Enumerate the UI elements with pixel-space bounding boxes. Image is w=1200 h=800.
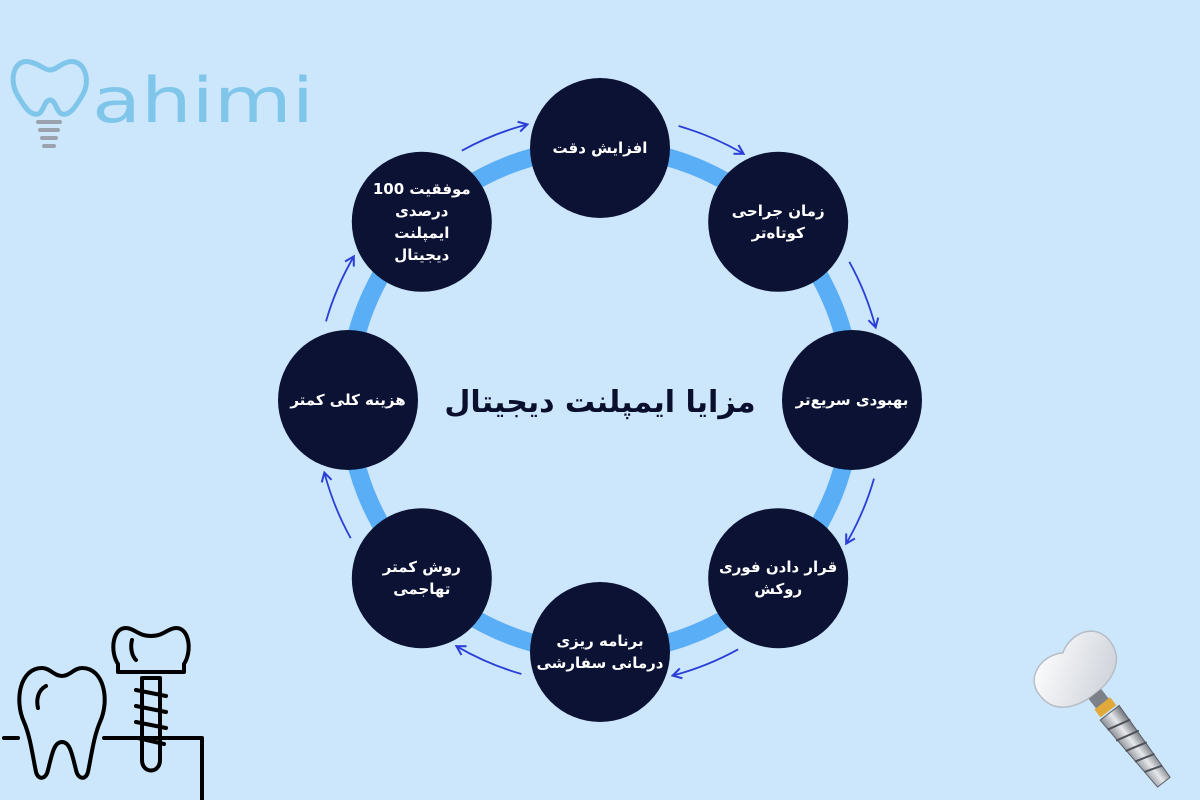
cycle-arrows: [320, 120, 880, 680]
benefit-node-label: برنامه ریزی: [556, 632, 643, 650]
logo-text: ahimi: [92, 64, 314, 137]
benefit-node-circle: [351, 508, 492, 649]
benefit-node: هزینه کلی کمتر: [278, 330, 418, 470]
benefit-node-label: روش کمتر: [382, 558, 461, 576]
benefit-node: روش کمتر تهاجمی: [351, 508, 492, 649]
benefit-node: بهبودی سریع‌تر: [782, 330, 922, 470]
tooth-implant-logo-icon: [10, 59, 89, 148]
benefit-node-label: کوتاه‌تر: [751, 224, 805, 242]
benefit-node-label: روکش: [754, 580, 802, 598]
benefit-node: موفقیت 100 درصدی ایمپلنت دیجیتال: [351, 151, 492, 292]
benefit-node-label: زمان جراحی: [732, 202, 825, 220]
benefit-node: قرار دادن فوری روکش: [708, 508, 849, 649]
benefit-node-label: موفقیت 100: [373, 180, 471, 198]
center-title: مزایا ایمپلنت دیجیتال: [444, 385, 755, 420]
gum-base-icon: [2, 736, 204, 800]
benefit-node-circle: [782, 330, 922, 470]
logo: ahimi: [10, 59, 314, 148]
cycle-arrow-icon: [678, 125, 746, 155]
benefit-node: برنامه ریزی درمانی سفارشی: [530, 582, 670, 722]
cycle-arrow-icon: [320, 470, 352, 539]
cycle-arrow-icon: [325, 254, 355, 322]
benefit-node-circle: [708, 508, 849, 649]
benefit-node-label: افزایش دقت: [553, 139, 648, 157]
benefit-node-label: تهاجمی: [393, 580, 450, 598]
benefit-node-circle: [530, 78, 670, 218]
dental-implant-3d-icon: [1033, 630, 1171, 788]
benefit-node-circle: [278, 330, 418, 470]
tooth-and-implant-illustration: [2, 626, 204, 800]
cycle-arrow-icon: [454, 645, 522, 675]
benefit-node-label: درمانی سفارشی: [536, 654, 663, 672]
benefit-node: افزایش دقت: [530, 78, 670, 218]
cycle-arrow-icon: [670, 648, 739, 680]
benefit-node-circle: [530, 582, 670, 722]
implant-tooth-icon: [111, 626, 191, 773]
benefit-node-label: هزینه کلی کمتر: [289, 391, 405, 409]
benefit-node-circle: [351, 151, 492, 292]
benefit-node-label: ایمپلنت: [394, 224, 449, 243]
cycle-arrow-icon: [845, 478, 875, 546]
cycle-arrow-icon: [848, 261, 880, 330]
benefit-node: زمان جراحی کوتاه‌تر: [708, 151, 849, 292]
benefit-node-label: دیجیتال: [394, 246, 449, 264]
benefit-node-circle: [708, 151, 849, 292]
benefit-node-label: بهبودی سریع‌تر: [795, 391, 909, 409]
cycle-arrow-icon: [461, 120, 530, 152]
benefit-node-label: قرار دادن فوری: [719, 558, 837, 576]
benefit-node-label: درصدی: [395, 202, 449, 220]
benefit-nodes: افزایش دقت زمان جراحی کوتاه‌تر بهبودی سریع‌…: [278, 78, 922, 722]
natural-tooth-icon: [17, 666, 107, 780]
